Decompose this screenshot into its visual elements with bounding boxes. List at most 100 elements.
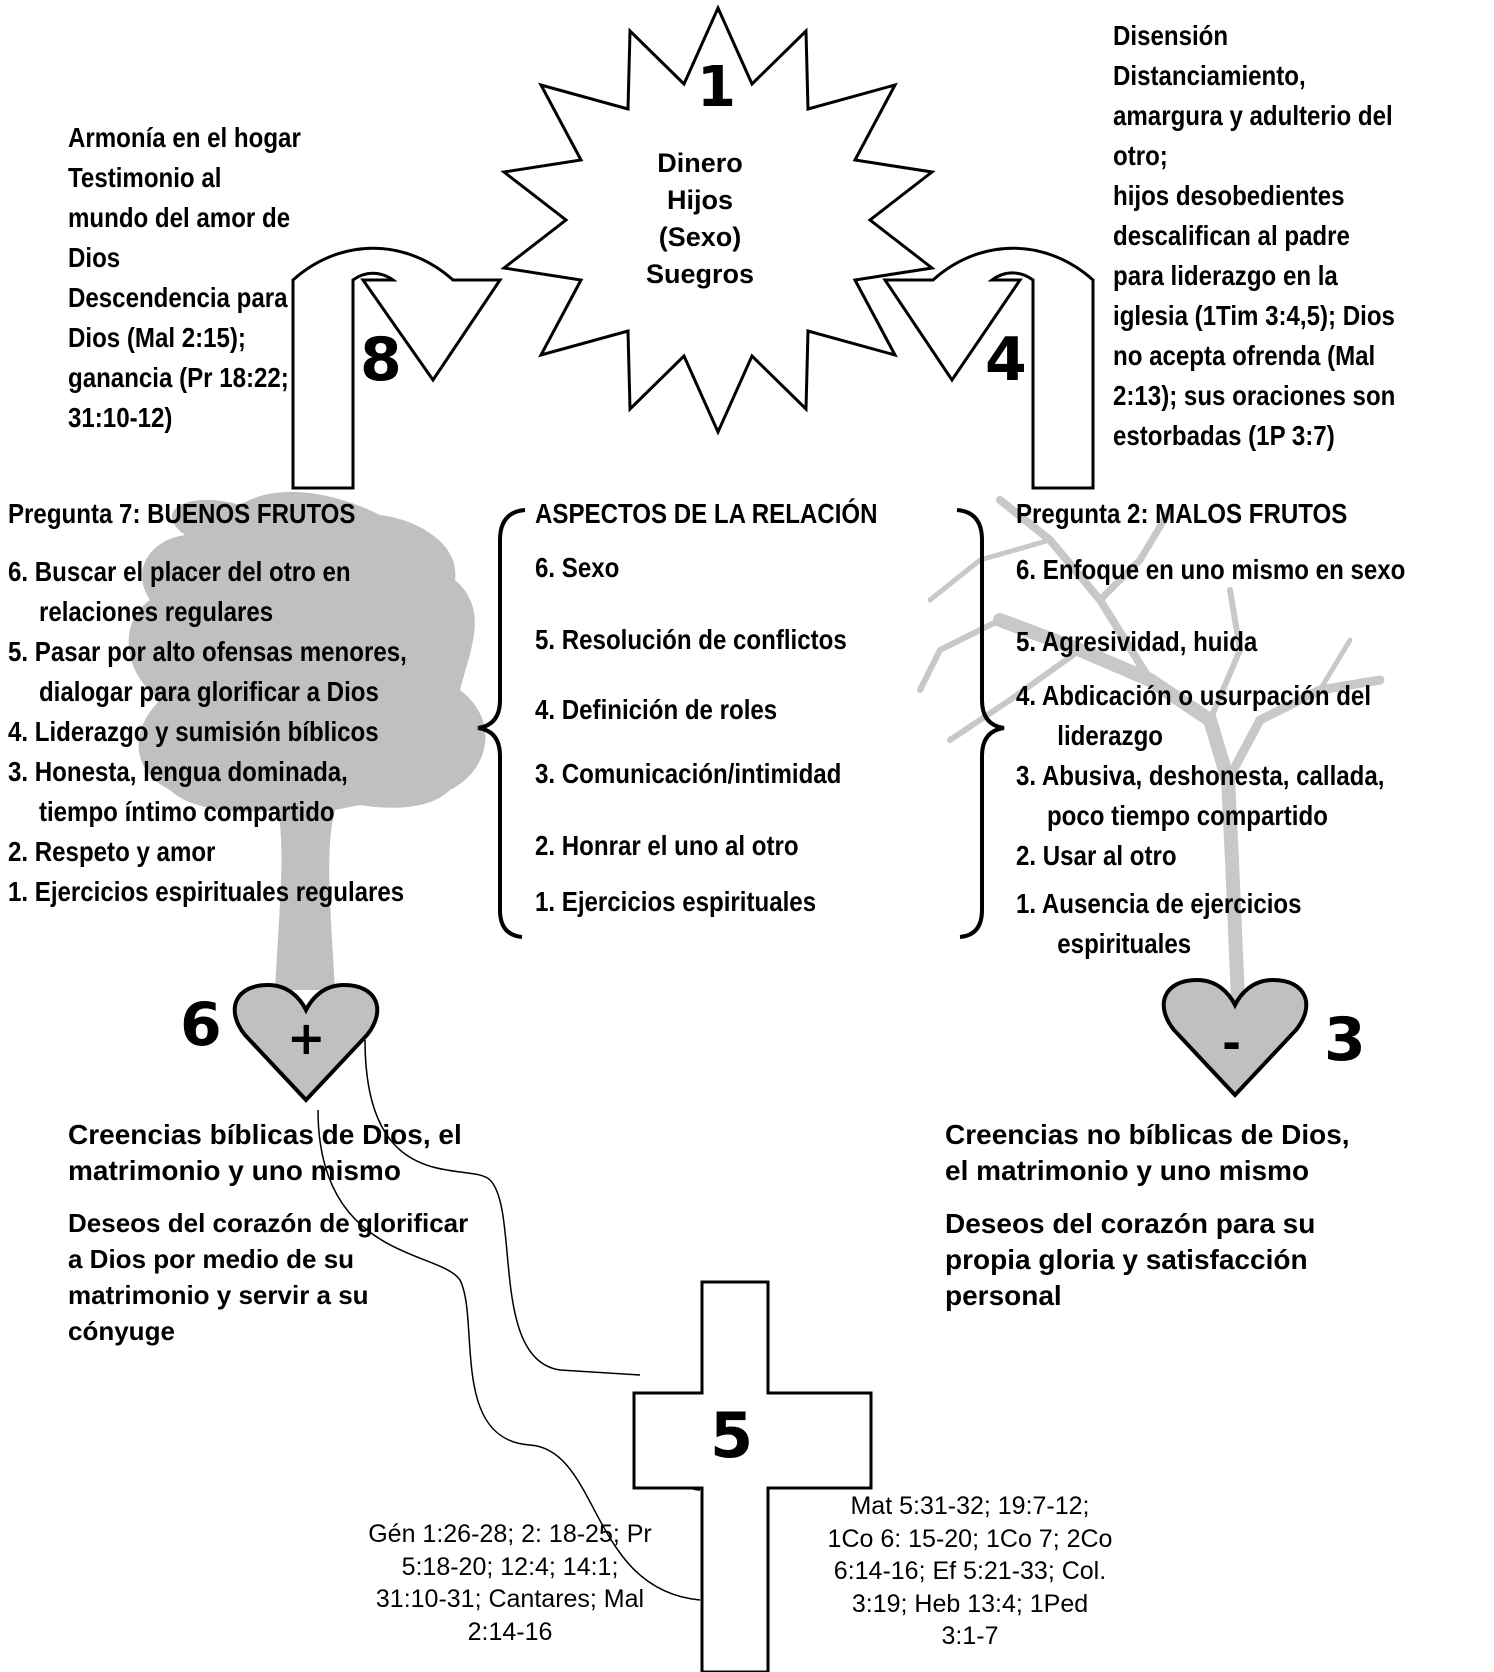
references-right: Mat 5:31-32; 19:7-12; 1Co 6: 15-20; 1Co … (785, 1490, 1155, 1653)
good-fruit-text: 5. Pasar por alto ofensas menores, (8, 636, 407, 667)
bad-consequence-line: para liderazgo en la (1113, 260, 1338, 291)
arrow-left-shape (291, 246, 503, 490)
good-consequence-line: mundo del amor de (68, 202, 291, 233)
heart-left-number: 6 (180, 990, 222, 1060)
aspect-item: 2. Honrar el uno al otro (535, 830, 799, 861)
good-fruit-text: dialogar para glorificar a Dios (38, 676, 379, 707)
good-fruits-panel: Pregunta 7: BUENOS FRUTOS 6. Buscar el p… (8, 500, 407, 918)
good-consequence-line: Armonía en el hogar (68, 122, 301, 153)
good-fruit-item: 1. Ejercicios espirituales regulares (8, 878, 407, 918)
good-fruit-text: 1. Ejercicios espirituales regulares (8, 876, 405, 907)
heart-left-sign: + (287, 1011, 326, 1065)
heart-right-desires: Deseos del corazón para su propia gloria… (945, 1206, 1315, 1314)
desires-line: matrimonio y servir a su (68, 1280, 369, 1310)
arrow-right-number: 4 (985, 325, 1027, 395)
bad-fruit-item: 5. Agresividad, huida (1016, 628, 1405, 682)
star-item: Suegros (645, 259, 755, 289)
bad-fruit-text: 3. Abusiva, deshonesta, callada, (1016, 760, 1385, 791)
good-consequence-line: Dios (Mal 2:15); (68, 322, 246, 353)
bad-fruit-item: 1. Ausencia de ejercicios espirituales (1016, 890, 1405, 970)
good-fruit-item: 5. Pasar por alto ofensas menores, dialo… (8, 638, 407, 718)
bad-consequence-line: estorbadas (1P 3:7) (1113, 420, 1335, 451)
bad-fruit-text: liderazgo (1057, 720, 1163, 751)
desires-line: personal (945, 1280, 1062, 1311)
good-fruit-text: 4. Liderazgo y sumisión bíblicos (8, 716, 379, 747)
good-tree-image (128, 491, 486, 990)
good-fruit-item: 2. Respeto y amor (8, 838, 407, 878)
good-tree-crown (128, 491, 486, 990)
bad-tree-branch (947, 647, 1083, 743)
reference-line: 3:1-7 (941, 1622, 999, 1650)
cross-number: 5 (710, 1399, 754, 1472)
bad-consequence-line: descalifican al padre (1113, 220, 1350, 251)
star-item: Dinero (657, 148, 743, 178)
bad-fruit-text: 4. Abdicación o usurpación del (1016, 680, 1372, 711)
bad-fruit-text: 1. Ausencia de ejercicios (1016, 888, 1302, 919)
good-consequence-line: Testimonio al (68, 162, 222, 193)
beliefs-line: Creencias bíblicas de Dios, el (68, 1119, 462, 1150)
star-problems-list: Dinero Hijos (Sexo) Suegros (630, 145, 770, 293)
heart-left-shape (232, 982, 380, 1103)
heart-left-beliefs: Creencias bíblicas de Dios, el matrimoni… (68, 1117, 462, 1189)
aspect-item: 1. Ejercicios espirituales (535, 886, 817, 917)
good-fruit-item: 4. Liderazgo y sumisión bíblicos (8, 718, 407, 758)
good-consequence-line: 31:10-12) (68, 402, 173, 433)
good-fruit-item: 3. Honesta, lengua dominada, tiempo ínti… (8, 758, 407, 838)
reference-line: 2:14-16 (467, 1617, 553, 1646)
bad-fruit-text: espirituales (1057, 928, 1192, 959)
bad-consequence-line: no acepta ofrenda (Mal (1113, 340, 1376, 371)
good-consequence-line: Dios (68, 242, 121, 273)
bad-fruits-panel: Pregunta 2: MALOS FRUTOS 6. Enfoque en u… (1016, 500, 1405, 970)
connector-line (317, 1109, 701, 1601)
bad-consequence-line: amargura y adulterio del (1113, 100, 1393, 131)
good-consequences: Armonía en el hogar Testimonio al mundo … (68, 124, 301, 444)
bad-fruit-text: 2. Usar al otro (1016, 840, 1177, 871)
beliefs-line: Creencias no bíblicas de Dios, (945, 1119, 1350, 1150)
bad-consequences: Disensión Distanciamiento, amargura y ad… (1113, 22, 1395, 462)
problem-star-shape (500, 4, 936, 436)
heart-right-number: 3 (1324, 1005, 1366, 1075)
bad-fruit-item: 4. Abdicación o usurpación del liderazgo (1016, 682, 1405, 762)
bad-tree-branch (1207, 587, 1244, 723)
left-brace (477, 508, 526, 939)
good-fruit-text: tiempo íntimo compartido (38, 796, 335, 827)
heart-left-desires: Deseos del corazón de glorificar a Dios … (68, 1205, 468, 1349)
good-consequence-line: ganancia (Pr 18:22; (68, 362, 289, 393)
star-item: Hijos (666, 185, 733, 215)
good-fruit-text: relaciones regulares (38, 596, 274, 627)
bad-consequence-line: 2:13); sus oraciones son (1113, 380, 1396, 411)
aspect-item: 5. Resolución de conflictos (535, 624, 847, 655)
desires-line: Deseos del corazón para su (945, 1208, 1316, 1239)
aspects-title: ASPECTOS DE LA RELACIÓN (535, 498, 878, 529)
desires-line: cónyuge (68, 1316, 175, 1346)
arrow-left-number: 8 (360, 325, 402, 395)
reference-line: 31:10-31; Cantares; Mal (375, 1585, 645, 1613)
bad-fruit-item: 2. Usar al otro (1016, 842, 1405, 890)
aspect-item: 4. Definición de roles (535, 694, 778, 725)
bad-fruit-text: 6. Enfoque en uno mismo en sexo (1016, 554, 1406, 585)
star-number: 1 (697, 55, 736, 120)
reference-line: 3:19; Heb 13:4; 1Ped (851, 1589, 1089, 1618)
desires-line: propia gloria y satisfacción (945, 1244, 1308, 1275)
bad-consequence-line: hijos desobedientes (1113, 180, 1345, 211)
beliefs-line: matrimonio y uno mismo (68, 1155, 401, 1186)
connector-line (364, 1039, 641, 1376)
bad-fruit-item: 3. Abusiva, deshonesta, callada, poco ti… (1016, 762, 1405, 842)
star-item: (Sexo) (658, 222, 742, 252)
reference-line: 1Co 6: 15-20; 1Co 7; 2Co (827, 1524, 1113, 1553)
bad-tree-branch (1223, 675, 1385, 785)
bad-tree-branch (1096, 506, 1174, 604)
heart-right-beliefs: Creencias no bíblicas de Dios, el matrim… (945, 1117, 1350, 1189)
bad-fruit-item: 6. Enfoque en uno mismo en sexo (1016, 556, 1405, 628)
reference-line: Mat 5:31-32; 19:7-12; (850, 1492, 1090, 1520)
bad-tree-branch (1317, 637, 1353, 693)
aspects-panel: ASPECTOS DE LA RELACIÓN 6. Sexo 5. Resol… (535, 500, 878, 928)
bad-fruit-text: poco tiempo compartido (1046, 800, 1328, 831)
right-brace (956, 508, 1005, 939)
arrow-right-shape (882, 246, 1095, 490)
beliefs-line: el matrimonio y uno mismo (945, 1155, 1310, 1186)
heart-right-shape (1161, 977, 1309, 1098)
references-left: Gén 1:26-28; 2: 18-25; Pr 5:18-20; 12:4;… (330, 1518, 690, 1648)
good-fruits-title: Pregunta 7: BUENOS FRUTOS (8, 498, 356, 529)
